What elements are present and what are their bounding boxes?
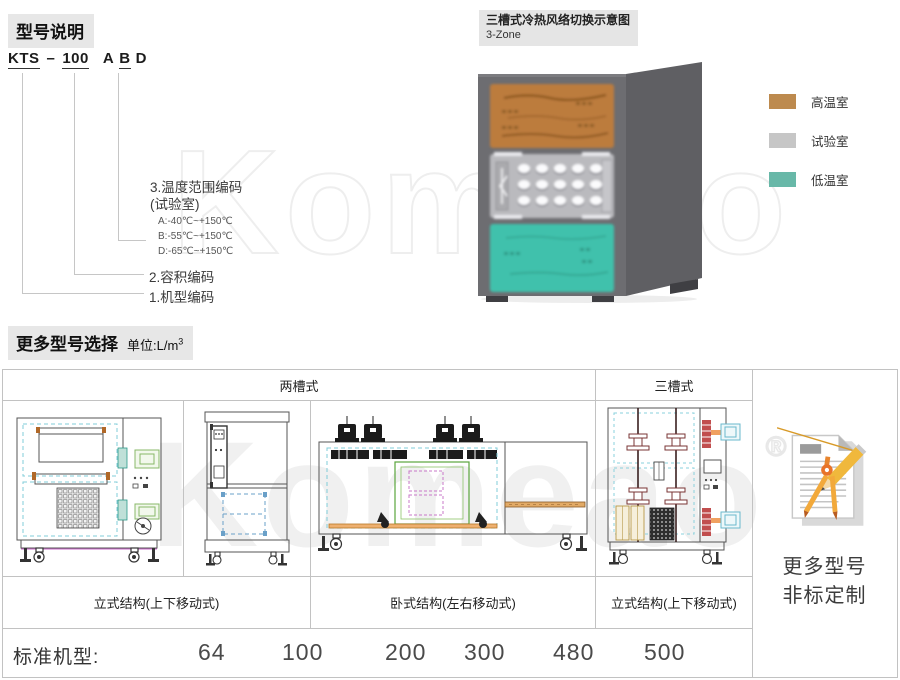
hot-room-swatch <box>769 94 796 109</box>
header-three-zone: 三槽式 <box>596 370 753 401</box>
model-prefix: KTS <box>8 50 40 69</box>
connector-machine-h <box>22 293 144 294</box>
legend-item-hot: 高温室 <box>769 92 849 111</box>
model-code-line: KTS – 100 A B D <box>8 50 147 69</box>
model-size-300: 300 <box>464 639 506 665</box>
model-size-64: 64 <box>198 639 226 665</box>
diagram-title: 三槽式冷热风络切换示意图 <box>486 13 631 27</box>
hot-room-label: 高温室 <box>811 96 849 110</box>
test-room-label: 试验室 <box>811 135 849 149</box>
temp-range-b: B:-55℃~+150℃ <box>158 231 233 242</box>
legend-item-cold: 低温室 <box>769 170 849 189</box>
connector-temp-h <box>118 240 146 241</box>
drawing-cell-three-zone <box>596 401 753 577</box>
two-zone-side-drawing <box>204 411 290 565</box>
machine-code-label: 1.机型编码 <box>149 290 215 305</box>
temp-code-title: 3.温度范围编码 <box>150 180 243 195</box>
section-title-model: 型号说明 <box>8 14 94 48</box>
connector-machine-v <box>22 73 23 293</box>
label-vertical-structure-1: 立式结构(上下移动式) <box>3 577 311 629</box>
document-design-icon <box>776 426 866 526</box>
cold-room-label: 低温室 <box>811 174 849 188</box>
drawing-cell-horizontal <box>311 401 596 577</box>
model-selection-table: 两槽式 三槽式 <box>2 369 898 678</box>
diagram-subtitle: 3-Zone <box>486 29 521 41</box>
standard-models-row: 标准机型: 64 100 200 300 480 500 <box>3 629 753 677</box>
test-room-swatch <box>769 133 796 148</box>
drawing-cell-vertical-side <box>184 401 311 577</box>
two-zone-front-drawing <box>16 417 162 563</box>
standard-models-label: 标准机型: <box>13 647 100 668</box>
model-code-d: D <box>135 50 147 67</box>
model-code-b: B <box>119 50 131 69</box>
section-title-more-models: 更多型号选择单位:L/m3 <box>8 326 194 360</box>
model-code-a: A <box>102 50 115 67</box>
connector-temp-v <box>118 73 119 240</box>
three-zone-chamber-illustration <box>474 60 708 304</box>
custom-models-cell: 更多型号 非标定制 <box>753 370 896 677</box>
temp-range-d: D:-65℃~+150℃ <box>158 246 234 257</box>
temp-code-subtitle: (试验室) <box>150 197 200 212</box>
label-vertical-structure-2: 立式结构(上下移动式) <box>596 577 753 629</box>
legend-item-test: 试验室 <box>769 131 849 150</box>
unit-label: 单位:L/m3 <box>127 336 184 353</box>
cold-room-swatch <box>769 172 796 187</box>
three-zone-front-drawing <box>607 407 741 564</box>
label-horizontal-structure: 卧式结构(左右移动式) <box>311 577 596 629</box>
model-size-100: 100 <box>282 639 324 665</box>
connector-volume-v <box>74 73 75 274</box>
model-size-500: 500 <box>644 639 686 665</box>
horizontal-chamber-drawing <box>318 415 588 551</box>
model-size-480: 480 <box>553 639 595 665</box>
diagram-title-box: 三槽式冷热风络切换示意图 3-Zone <box>479 10 639 46</box>
temp-range-a: A:-40℃~+150℃ <box>158 216 233 227</box>
model-size-200: 200 <box>385 639 427 665</box>
model-dash: – <box>46 50 56 67</box>
header-two-zone: 两槽式 <box>3 370 596 401</box>
connector-volume-h <box>74 274 144 275</box>
registered-mark: ® <box>765 430 791 463</box>
drawing-cell-vertical-front <box>3 401 184 577</box>
model-volume: 100 <box>62 50 89 69</box>
volume-code-label: 2.容积编码 <box>149 270 215 285</box>
custom-models-text: 更多型号 非标定制 <box>782 555 867 607</box>
